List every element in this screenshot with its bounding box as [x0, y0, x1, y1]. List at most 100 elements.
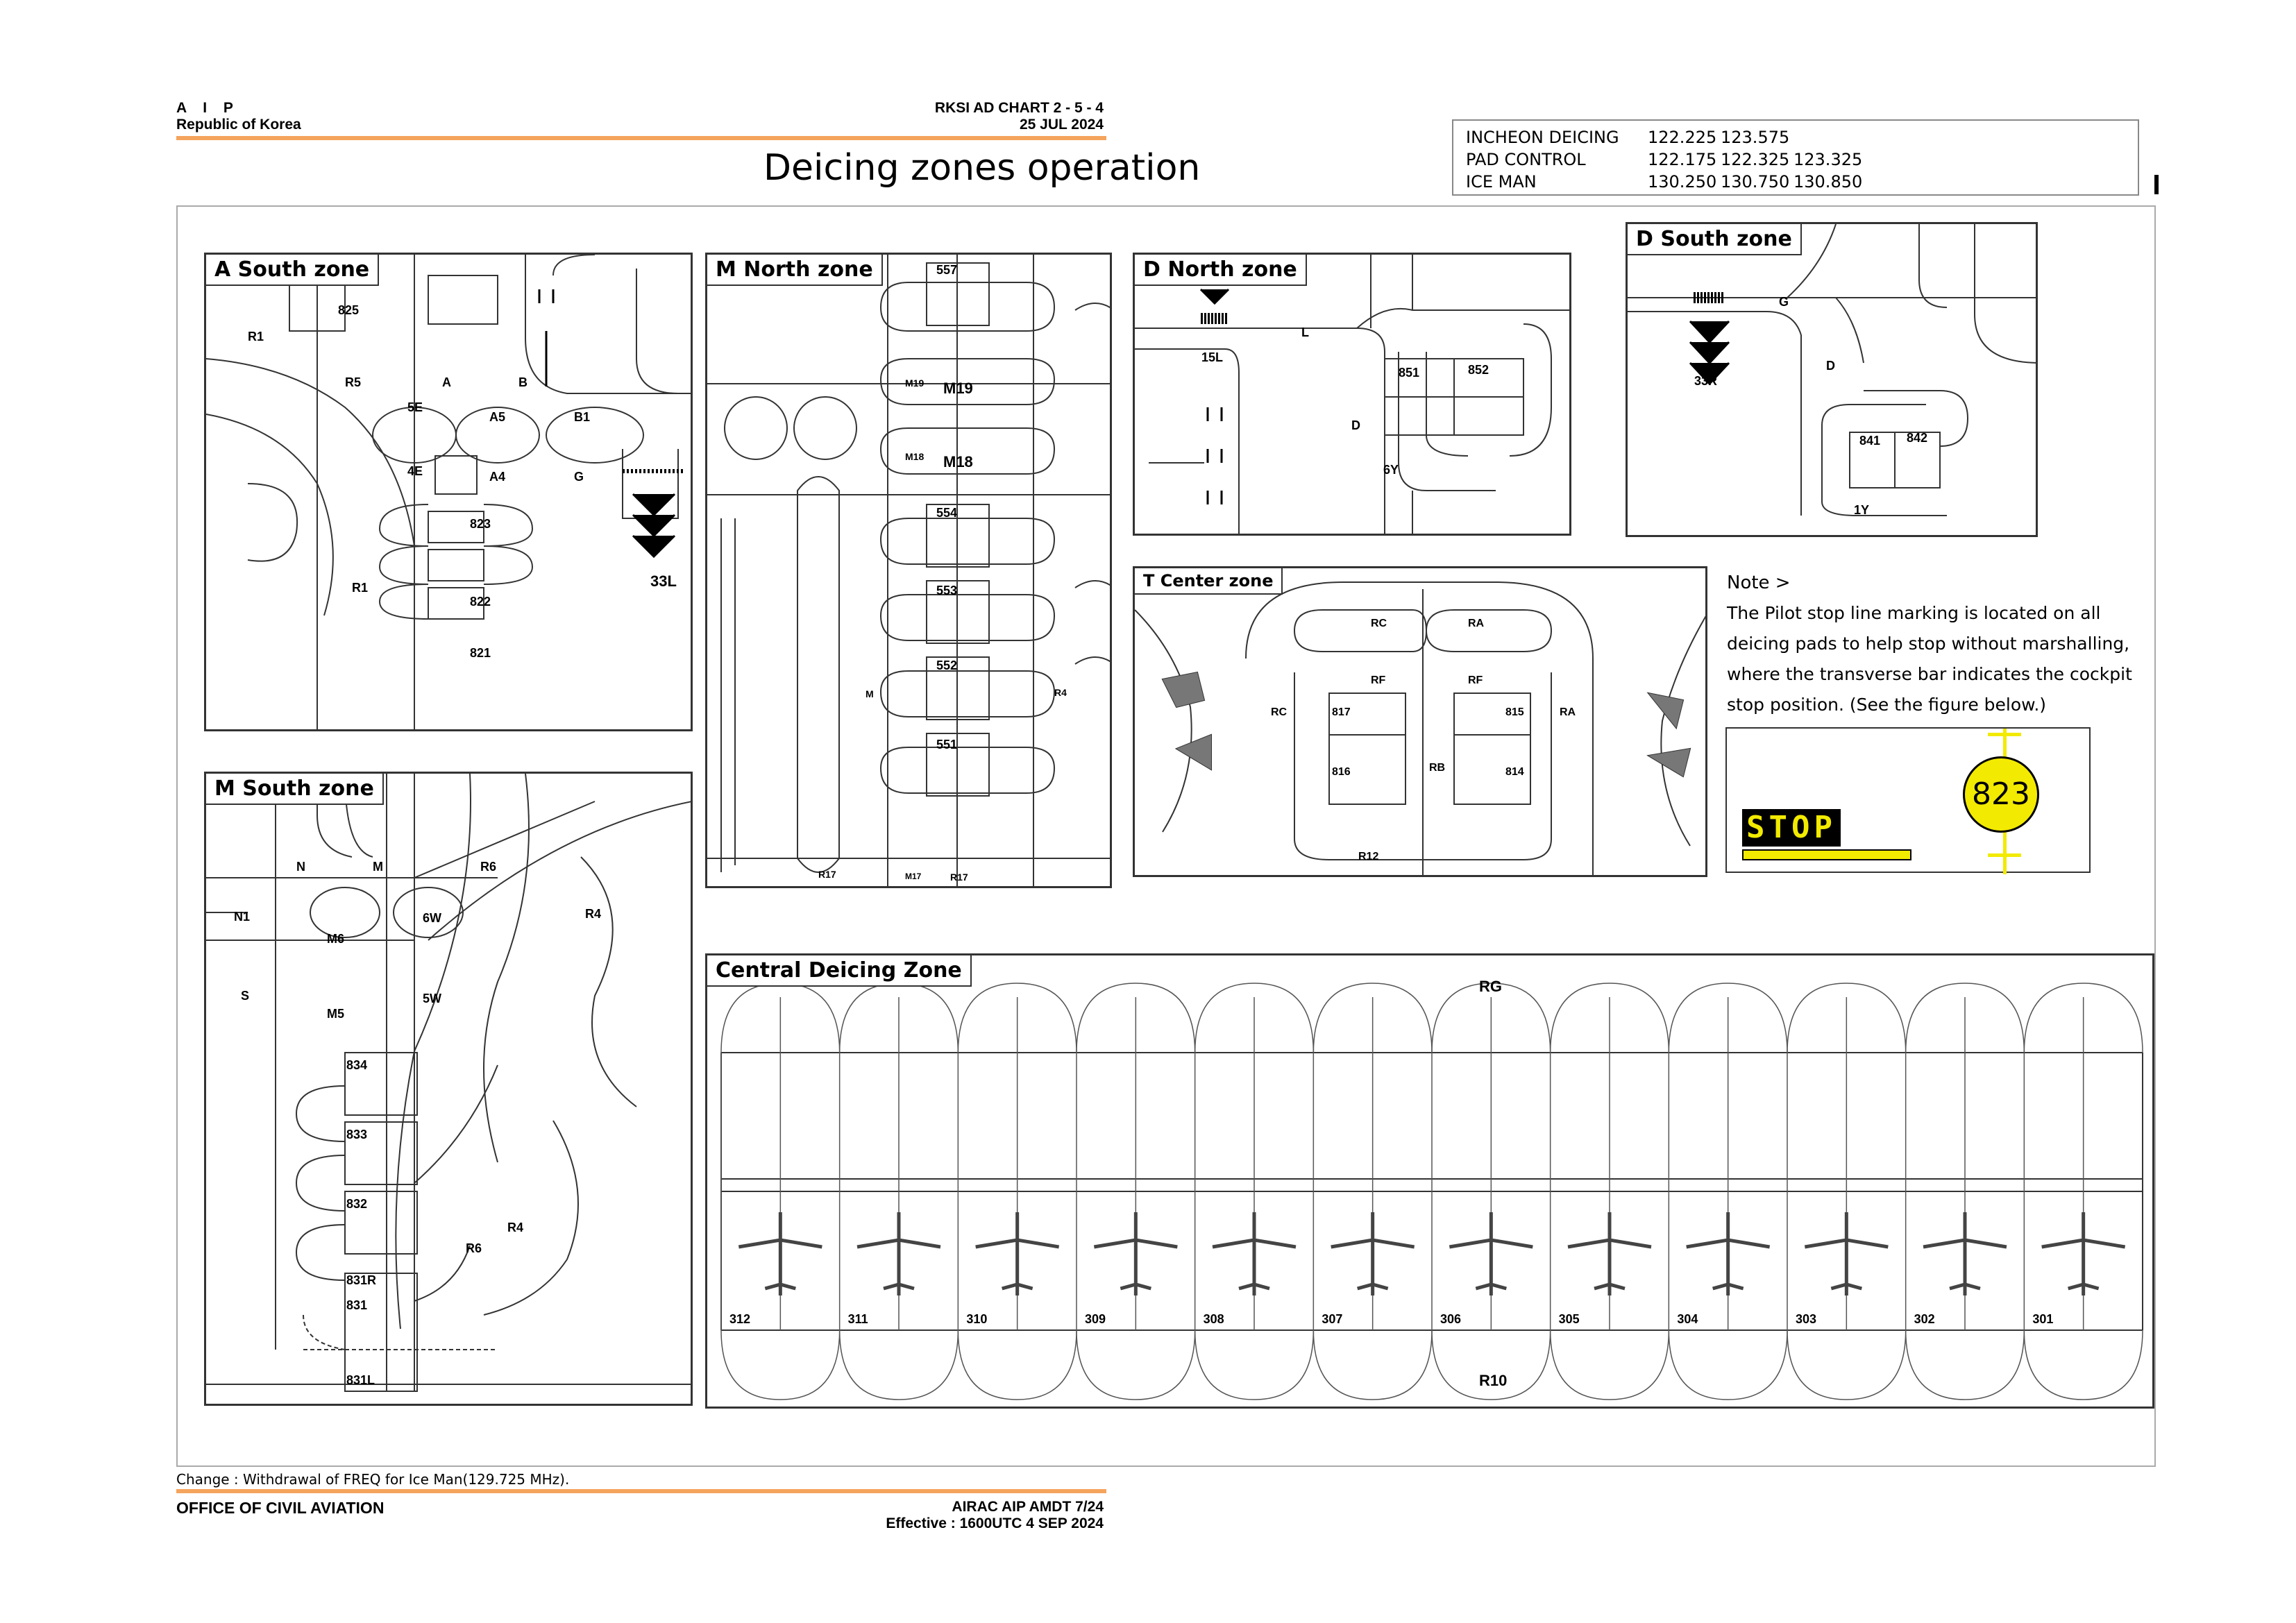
label: 831R — [346, 1273, 376, 1287]
label: 825 — [338, 303, 359, 317]
change-note: Change : Withdrawal of FREQ for Ice Man(… — [176, 1471, 570, 1488]
taxi-arc — [1194, 983, 1315, 1053]
panel-m-south: M South zone N M R6 R4 N1 M6 — [204, 772, 693, 1406]
taxi-arc — [1076, 1329, 1196, 1400]
label: A — [442, 375, 451, 389]
taxi-arc — [2023, 1329, 2143, 1400]
label: M18 — [905, 451, 924, 462]
aircraft-icon — [1567, 1212, 1652, 1295]
pad-lane — [1549, 997, 1610, 1330]
taxi-arc — [1194, 1329, 1315, 1400]
label: 15L — [1201, 350, 1223, 364]
pad-number: 303 — [1796, 1312, 1816, 1326]
label: M19 — [943, 380, 973, 397]
label: 842 — [1907, 431, 1927, 445]
aircraft-icon — [738, 1212, 822, 1295]
label: B1 — [574, 410, 590, 424]
label: D — [1351, 418, 1360, 432]
taxi-arc — [957, 983, 1077, 1053]
label: R12 — [1358, 851, 1378, 863]
freq-value: 123.325 — [1793, 150, 1863, 169]
transverse-bar — [1988, 853, 2021, 857]
aircraft-icon — [1804, 1212, 1889, 1295]
note-line: where the transverse bar indicates the c… — [1727, 664, 2132, 684]
pad-number: 302 — [1914, 1312, 1935, 1326]
label: M — [373, 860, 383, 874]
label: R4 — [507, 1221, 523, 1234]
label: M6 — [327, 932, 344, 946]
label: RC — [1371, 618, 1387, 629]
rg-label: RG — [1479, 978, 1502, 995]
office-label: OFFICE OF CIVIL AVIATION — [176, 1499, 385, 1517]
label: 6W — [423, 911, 441, 925]
note-line: stop position. (See the figure below.) — [1727, 695, 2047, 715]
label: R5 — [345, 375, 361, 389]
label: 823 — [470, 517, 491, 531]
pad-lane — [1431, 997, 1492, 1330]
aircraft-icon — [1212, 1212, 1297, 1295]
stop-bar — [1742, 849, 1911, 860]
label: M19 — [905, 377, 924, 389]
aircraft-icon — [856, 1212, 941, 1295]
note-line: deicing pads to help stop without marsha… — [1727, 634, 2130, 654]
pad-lane — [1905, 997, 1966, 1330]
pad-lane — [1668, 997, 1729, 1330]
pad-number: 305 — [1559, 1312, 1580, 1326]
label: N1 — [234, 910, 250, 924]
pad-lane — [720, 997, 782, 1330]
aircraft-icon — [1923, 1212, 2007, 1295]
panel-title: M South zone — [206, 774, 384, 805]
aircraft-icon — [1686, 1212, 1771, 1295]
label: 822 — [470, 595, 491, 609]
label: L — [1301, 325, 1309, 339]
pad-number: 307 — [1322, 1312, 1342, 1326]
freq-value: 130.850 — [1793, 172, 1863, 192]
taxi-arc — [1787, 983, 1907, 1053]
taxi-arc — [1431, 1329, 1551, 1400]
label: G — [574, 470, 584, 484]
a-south-map: 825 R1 R5 A B 5E A5 B1 4E A4 G 823 R1 82… — [206, 255, 691, 729]
label: 33L — [650, 572, 677, 590]
header-rule — [176, 136, 1106, 140]
label: 6Y — [1383, 463, 1399, 477]
pad-number: 301 — [2032, 1312, 2053, 1326]
label: R17 — [950, 872, 968, 883]
aircraft-icon — [1093, 1212, 1178, 1295]
label: R6 — [480, 860, 496, 874]
t-center-map: RC RA RF RF RC RA 817 815 816 RB 814 R12 — [1135, 581, 1705, 875]
freq-value: 122.325 — [1721, 150, 1790, 169]
freq-value: 130.750 — [1721, 172, 1790, 192]
label: 817 — [1332, 706, 1351, 718]
panel-d-south: D South zone G 33R D 841 842 1Y — [1626, 222, 2038, 537]
taxi-arc — [2023, 983, 2143, 1053]
m-north-map: 557 M19 M19 M18 M18 554 553 552 551 M R4… — [707, 255, 1110, 886]
freq-name: INCHEON DEICING — [1466, 128, 1619, 147]
footer-rule — [176, 1489, 1106, 1493]
pad-lane — [1312, 997, 1374, 1330]
effective-label: Effective : 1600UTC 4 SEP 2024 — [886, 1515, 1104, 1531]
taxi-arc — [1076, 983, 1196, 1053]
label: 831 — [346, 1298, 367, 1312]
label: 551 — [936, 738, 957, 751]
panel-title: T Center zone — [1135, 568, 1283, 595]
taxi-arc — [1787, 1329, 1907, 1400]
label: R6 — [466, 1241, 482, 1255]
label: M — [866, 688, 874, 699]
label: 814 — [1505, 766, 1524, 778]
freq-value: 122.225 — [1648, 128, 1717, 147]
label: 815 — [1505, 706, 1524, 718]
label: RA — [1468, 618, 1485, 629]
note-block: Note > The Pilot stop line marking is lo… — [1727, 568, 2143, 720]
m-south-map: N M R6 R4 N1 M6 6W S M5 5W 834 833 832 R… — [206, 774, 691, 1392]
pad-number: 310 — [966, 1312, 987, 1326]
taxi-arc — [1668, 983, 1788, 1053]
label: M18 — [943, 453, 973, 470]
label: 552 — [936, 658, 957, 672]
pad-lane — [2023, 997, 2084, 1330]
label: A4 — [489, 470, 505, 484]
panel-title: A South zone — [206, 255, 380, 286]
